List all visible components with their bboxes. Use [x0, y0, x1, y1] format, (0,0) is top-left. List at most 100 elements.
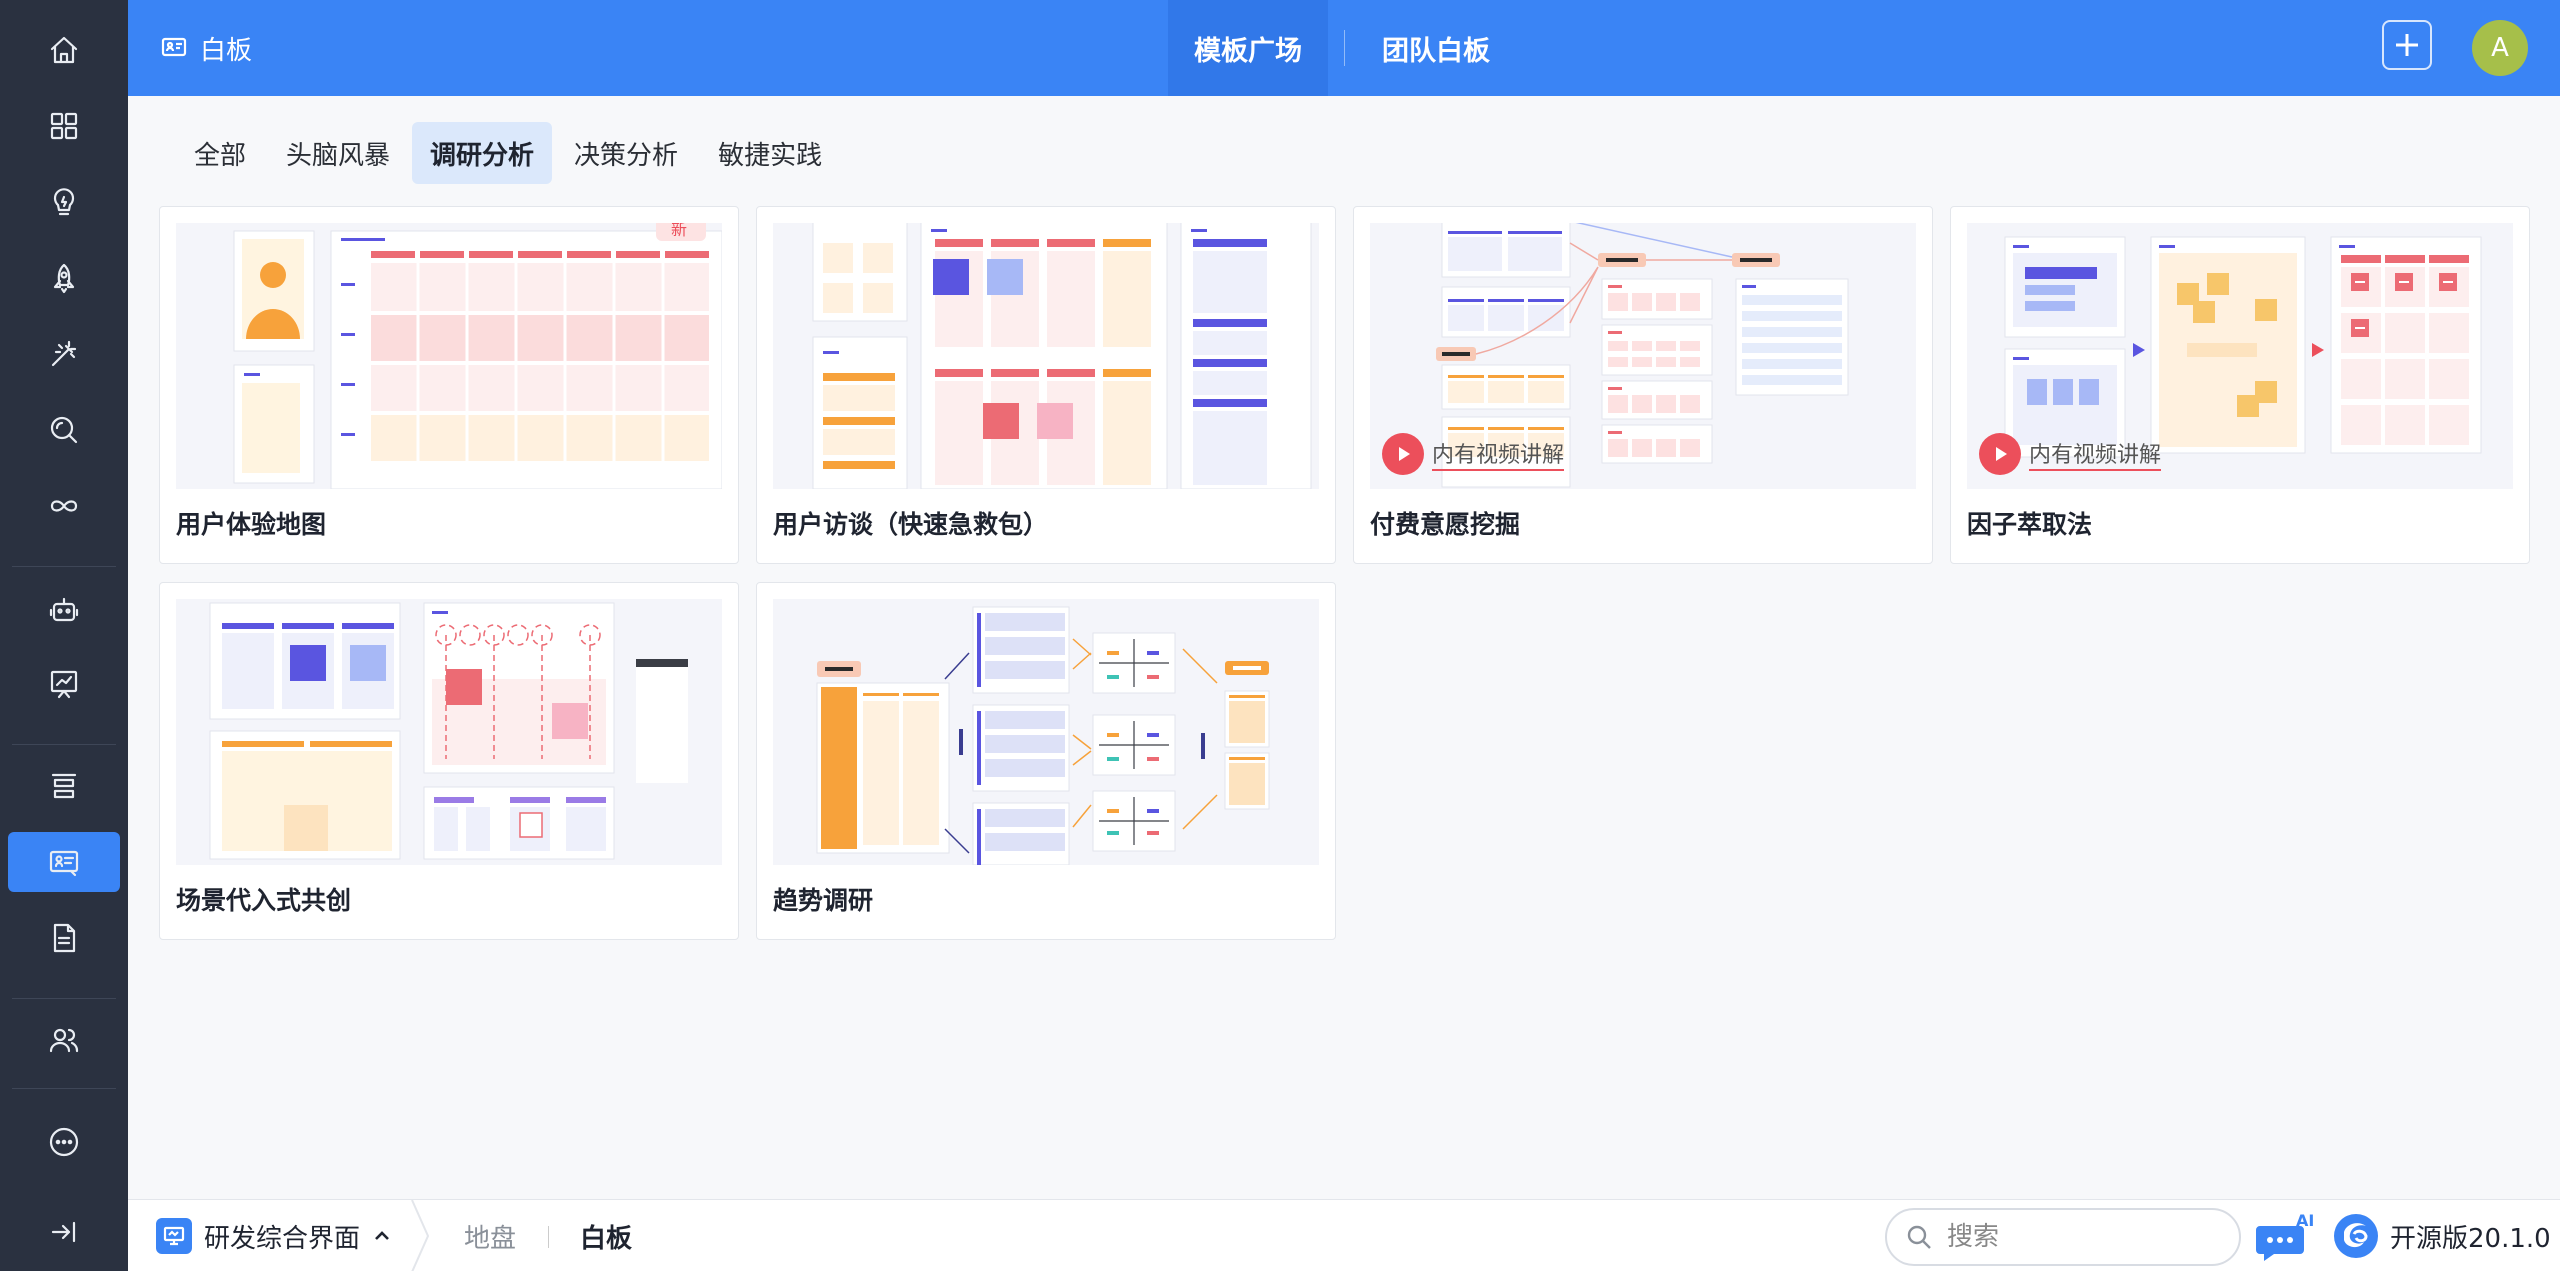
ai-assistant-button[interactable]: AI [2256, 1210, 2316, 1262]
new-badge: 新 [671, 223, 687, 239]
breadcrumb-current[interactable]: 白板 [580, 1223, 633, 1254]
rail-home[interactable] [8, 20, 120, 80]
category-brainstorm[interactable]: 头脑风暴 [286, 140, 391, 171]
rail-more[interactable] [8, 1112, 120, 1172]
category-decision[interactable]: 决策分析 [574, 140, 679, 171]
rail-collapse[interactable] [8, 1202, 120, 1262]
video-label: 内有视频讲解 [2029, 437, 2162, 471]
rail-apps[interactable] [8, 96, 120, 156]
plus-icon [2396, 34, 2418, 56]
chart-board-icon [50, 670, 78, 699]
template-thumbnail [1370, 223, 1916, 489]
workspace-switcher[interactable]: 研发综合界面 [156, 1200, 392, 1271]
template-thumbnail [176, 599, 722, 865]
rail-launch[interactable] [8, 248, 120, 308]
wand-icon [51, 340, 77, 367]
top-header: 白板 模板广场 团队白板 A [128, 0, 2560, 96]
template-card-user-journey[interactable]: 新 用户体验地图 [159, 206, 739, 564]
layers-icon [51, 773, 77, 799]
robot-icon [49, 597, 79, 622]
template-thumbnail [773, 599, 1319, 865]
app-title: 白板 [160, 0, 252, 96]
tab-template-square[interactable]: 模板广场 [1168, 0, 1328, 96]
version-info: 开源版20.1.0 [2332, 1200, 2551, 1271]
category-tabs: 全部 头脑风暴 调研分析 决策分析 敏捷实践 [176, 122, 844, 184]
search-icon [50, 416, 78, 444]
tab-team-whiteboard[interactable]: 团队白板 [1382, 35, 1490, 67]
rail-whiteboard[interactable] [8, 832, 120, 892]
breadcrumb-divider [548, 1226, 549, 1248]
users-icon [49, 1028, 79, 1053]
video-label: 内有视频讲解 [1432, 437, 1565, 471]
tab-divider [1344, 30, 1345, 66]
journey-map-preview: 新 [233, 223, 722, 489]
template-card-scenario-cocreation[interactable]: 场景代入式共创 [159, 582, 739, 940]
bottom-bar: 研发综合界面 地盘 白板 AI 开源版20.1.0 [128, 1199, 2560, 1271]
rail-bot[interactable] [8, 580, 120, 640]
rail-layers[interactable] [8, 756, 120, 816]
rail-search[interactable] [8, 400, 120, 460]
template-card-factor-extraction[interactable]: 内有视频讲解 因子萃取法 [1950, 206, 2530, 564]
ai-label: AI [2296, 1211, 2314, 1230]
ai-chat-icon: AI [2256, 1211, 2314, 1261]
whiteboard-icon [49, 850, 79, 877]
monitor-icon [163, 1226, 185, 1246]
category-research[interactable]: 调研分析 [412, 122, 553, 184]
category-agile[interactable]: 敏捷实践 [718, 140, 823, 171]
willingness-preview [1436, 223, 1849, 488]
template-title: 用户访谈（快速急救包） [773, 510, 1049, 539]
rail-devops[interactable] [8, 476, 120, 536]
scenario-preview [209, 602, 688, 860]
collapse-icon [51, 1221, 76, 1243]
rocket-icon [53, 263, 75, 294]
workspace-icon [156, 1218, 192, 1254]
search-box[interactable] [1885, 1208, 2241, 1266]
rail-divider [12, 566, 116, 567]
breadcrumb-home[interactable]: 地盘 [464, 1223, 517, 1254]
rail-docs[interactable] [8, 908, 120, 968]
template-thumbnail [1967, 223, 2513, 489]
infinity-icon [50, 500, 78, 512]
template-title: 因子萃取法 [1967, 510, 2093, 539]
template-card-trend-research[interactable]: 趋势调研 [756, 582, 1336, 940]
template-title: 用户体验地图 [176, 510, 327, 539]
user-avatar[interactable]: A [2472, 20, 2528, 76]
breadcrumb-separator-icon [411, 1200, 430, 1271]
video-badge[interactable]: 内有视频讲解 [1382, 431, 1565, 477]
rail-divider [12, 744, 116, 745]
app-title-text: 白板 [200, 35, 253, 66]
search-input[interactable] [1947, 1222, 2207, 1252]
factor-preview [2004, 236, 2482, 458]
rail-wand[interactable] [8, 324, 120, 384]
rail-divider [12, 1088, 116, 1089]
chevron-up-icon [375, 1231, 389, 1240]
play-icon [1996, 447, 2007, 461]
rail-ideas[interactable] [8, 172, 120, 232]
document-icon [53, 923, 76, 953]
template-title: 付费意愿挖掘 [1370, 510, 1521, 539]
template-thumbnail [773, 223, 1319, 489]
template-thumbnail: 新 [176, 223, 722, 489]
rail-divider [12, 998, 116, 999]
left-rail [0, 0, 128, 1271]
lightbulb-icon [53, 188, 75, 216]
category-all[interactable]: 全部 [194, 140, 247, 171]
search-icon [1907, 1225, 1931, 1249]
template-card-user-interview[interactable]: 用户访谈（快速急救包） [756, 206, 1336, 564]
whiteboard-icon [161, 37, 187, 57]
video-badge[interactable]: 内有视频讲解 [1979, 431, 2162, 477]
template-card-willingness-to-pay[interactable]: 内有视频讲解 付费意愿挖掘 [1353, 206, 1933, 564]
create-button[interactable] [2382, 20, 2432, 70]
home-icon [50, 36, 78, 64]
interview-preview [812, 223, 1312, 489]
template-title: 场景代入式共创 [176, 886, 352, 915]
grid-icon [50, 112, 78, 140]
rail-team[interactable] [8, 1010, 120, 1070]
play-icon [1399, 447, 1410, 461]
trend-preview [816, 606, 1270, 865]
rail-report[interactable] [8, 654, 120, 714]
template-title: 趋势调研 [773, 886, 874, 915]
version-text: 开源版20.1.0 [2390, 1223, 2551, 1254]
workspace-name: 研发综合界面 [204, 1223, 361, 1254]
more-icon [49, 1127, 79, 1157]
